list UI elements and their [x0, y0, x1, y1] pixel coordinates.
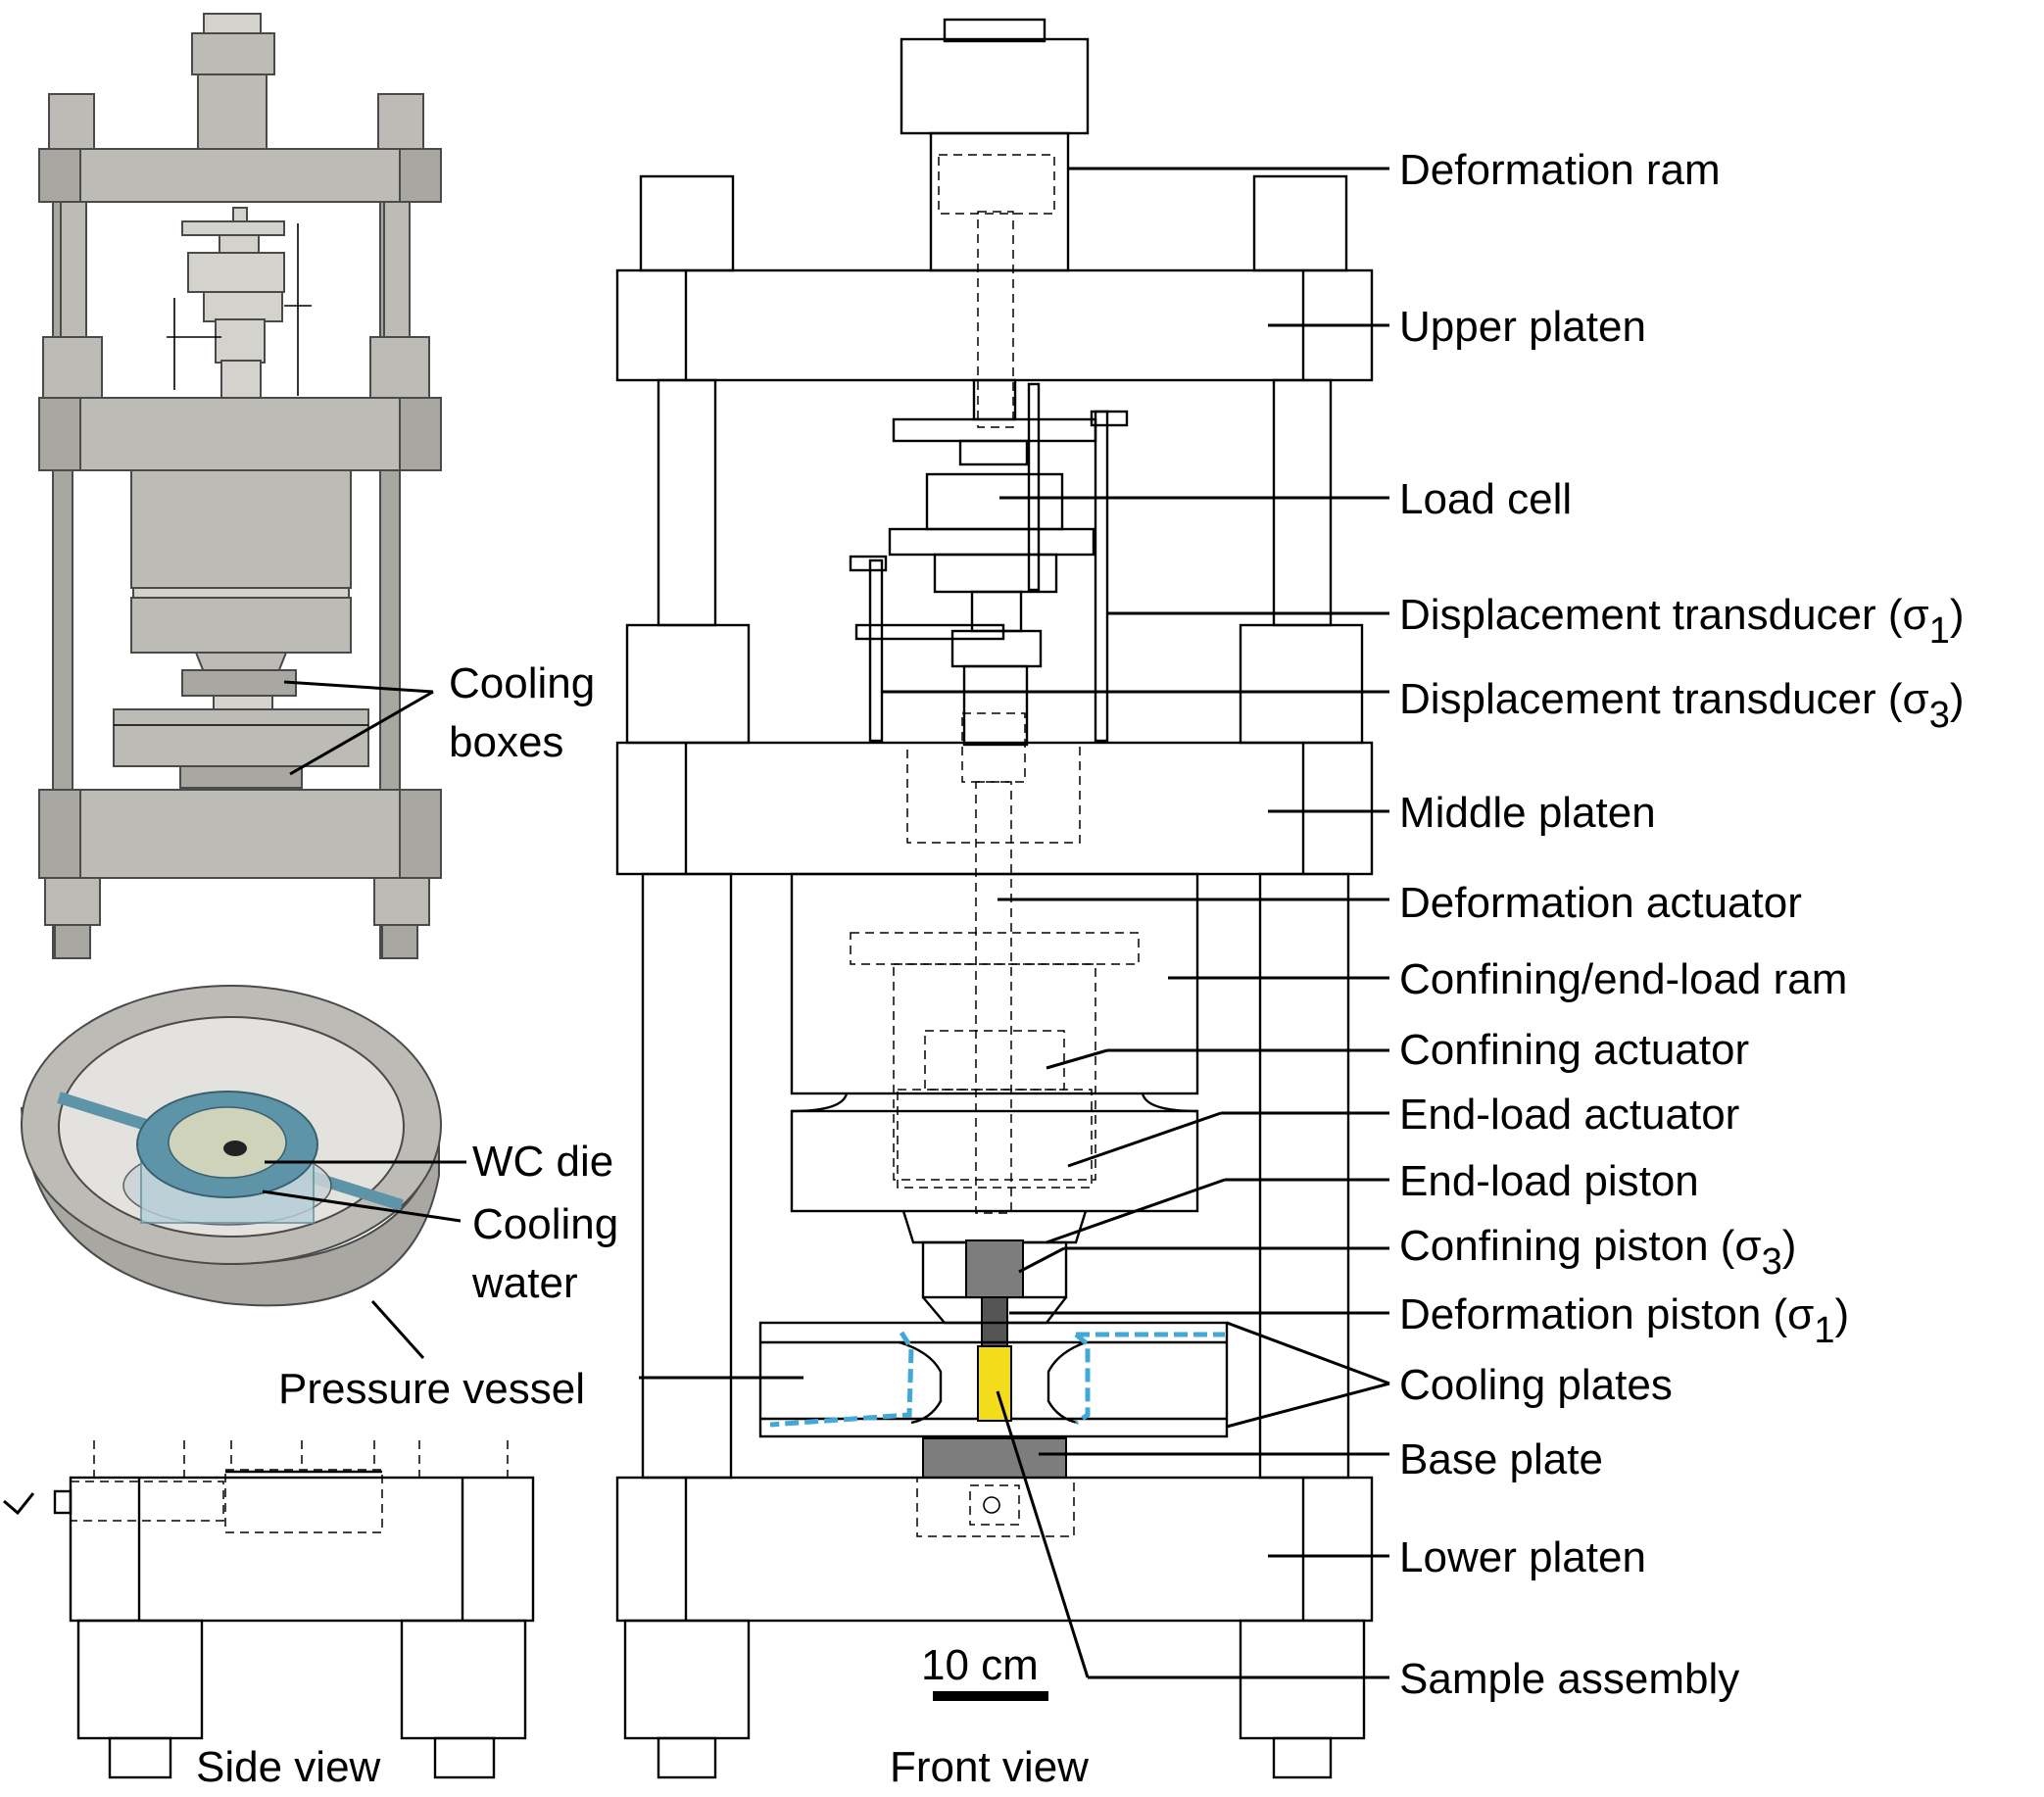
label-confining-end-load-ram: Confining/end-load ram — [1399, 955, 1847, 1003]
label-end-load-piston: End-load piston — [1399, 1157, 1699, 1205]
label-load-cell: Load cell — [1399, 475, 1572, 523]
label-cooling-boxes-line1: Cooling — [449, 659, 595, 707]
label-cooling-boxes-line2: boxes — [449, 718, 563, 766]
sample-assembly — [977, 1345, 1012, 1422]
label-end-load-actuator: End-load actuator — [1399, 1091, 1739, 1139]
label-displacement-transducer-s1: Displacement transducer (σ1) — [1399, 591, 1965, 652]
label-cooling-water-line1: Cooling — [472, 1200, 618, 1248]
label-sample-assembly: Sample assembly — [1399, 1655, 1739, 1703]
label-front-view: Front view — [890, 1743, 1089, 1791]
label-cooling-water-line2: water — [471, 1259, 578, 1307]
label-upper-platen: Upper platen — [1399, 303, 1646, 351]
side-view-drawing — [3, 1440, 535, 1779]
label-wc-die: WC die — [472, 1138, 613, 1186]
scale-bar — [933, 1691, 1048, 1701]
label-deformation-piston: Deformation piston (σ1) — [1399, 1290, 1849, 1351]
label-confining-piston: Confining piston (σ3) — [1399, 1222, 1796, 1283]
label-confining-actuator: Confining actuator — [1399, 1026, 1749, 1074]
label-pressure-vessel: Pressure vessel — [278, 1365, 585, 1413]
leader-lines — [262, 167, 1390, 1679]
label-displacement-transducer-s3: Displacement transducer (σ3) — [1399, 675, 1965, 736]
label-base-plate: Base plate — [1399, 1435, 1603, 1483]
label-deformation-ram: Deformation ram — [1399, 146, 1721, 194]
labels: Deformation ram Upper platen Load cell D… — [196, 146, 1965, 1791]
label-cooling-plates: Cooling plates — [1399, 1361, 1673, 1409]
label-scale-bar: 10 cm — [921, 1641, 1039, 1689]
label-lower-platen: Lower platen — [1399, 1533, 1646, 1581]
label-side-view: Side view — [196, 1743, 381, 1791]
label-deformation-actuator: Deformation actuator — [1399, 879, 1802, 927]
press-3d-render — [38, 13, 442, 959]
front-view-drawing — [615, 18, 1374, 1779]
pressure-vessel-render — [21, 985, 442, 1307]
label-middle-platen: Middle platen — [1399, 789, 1656, 837]
